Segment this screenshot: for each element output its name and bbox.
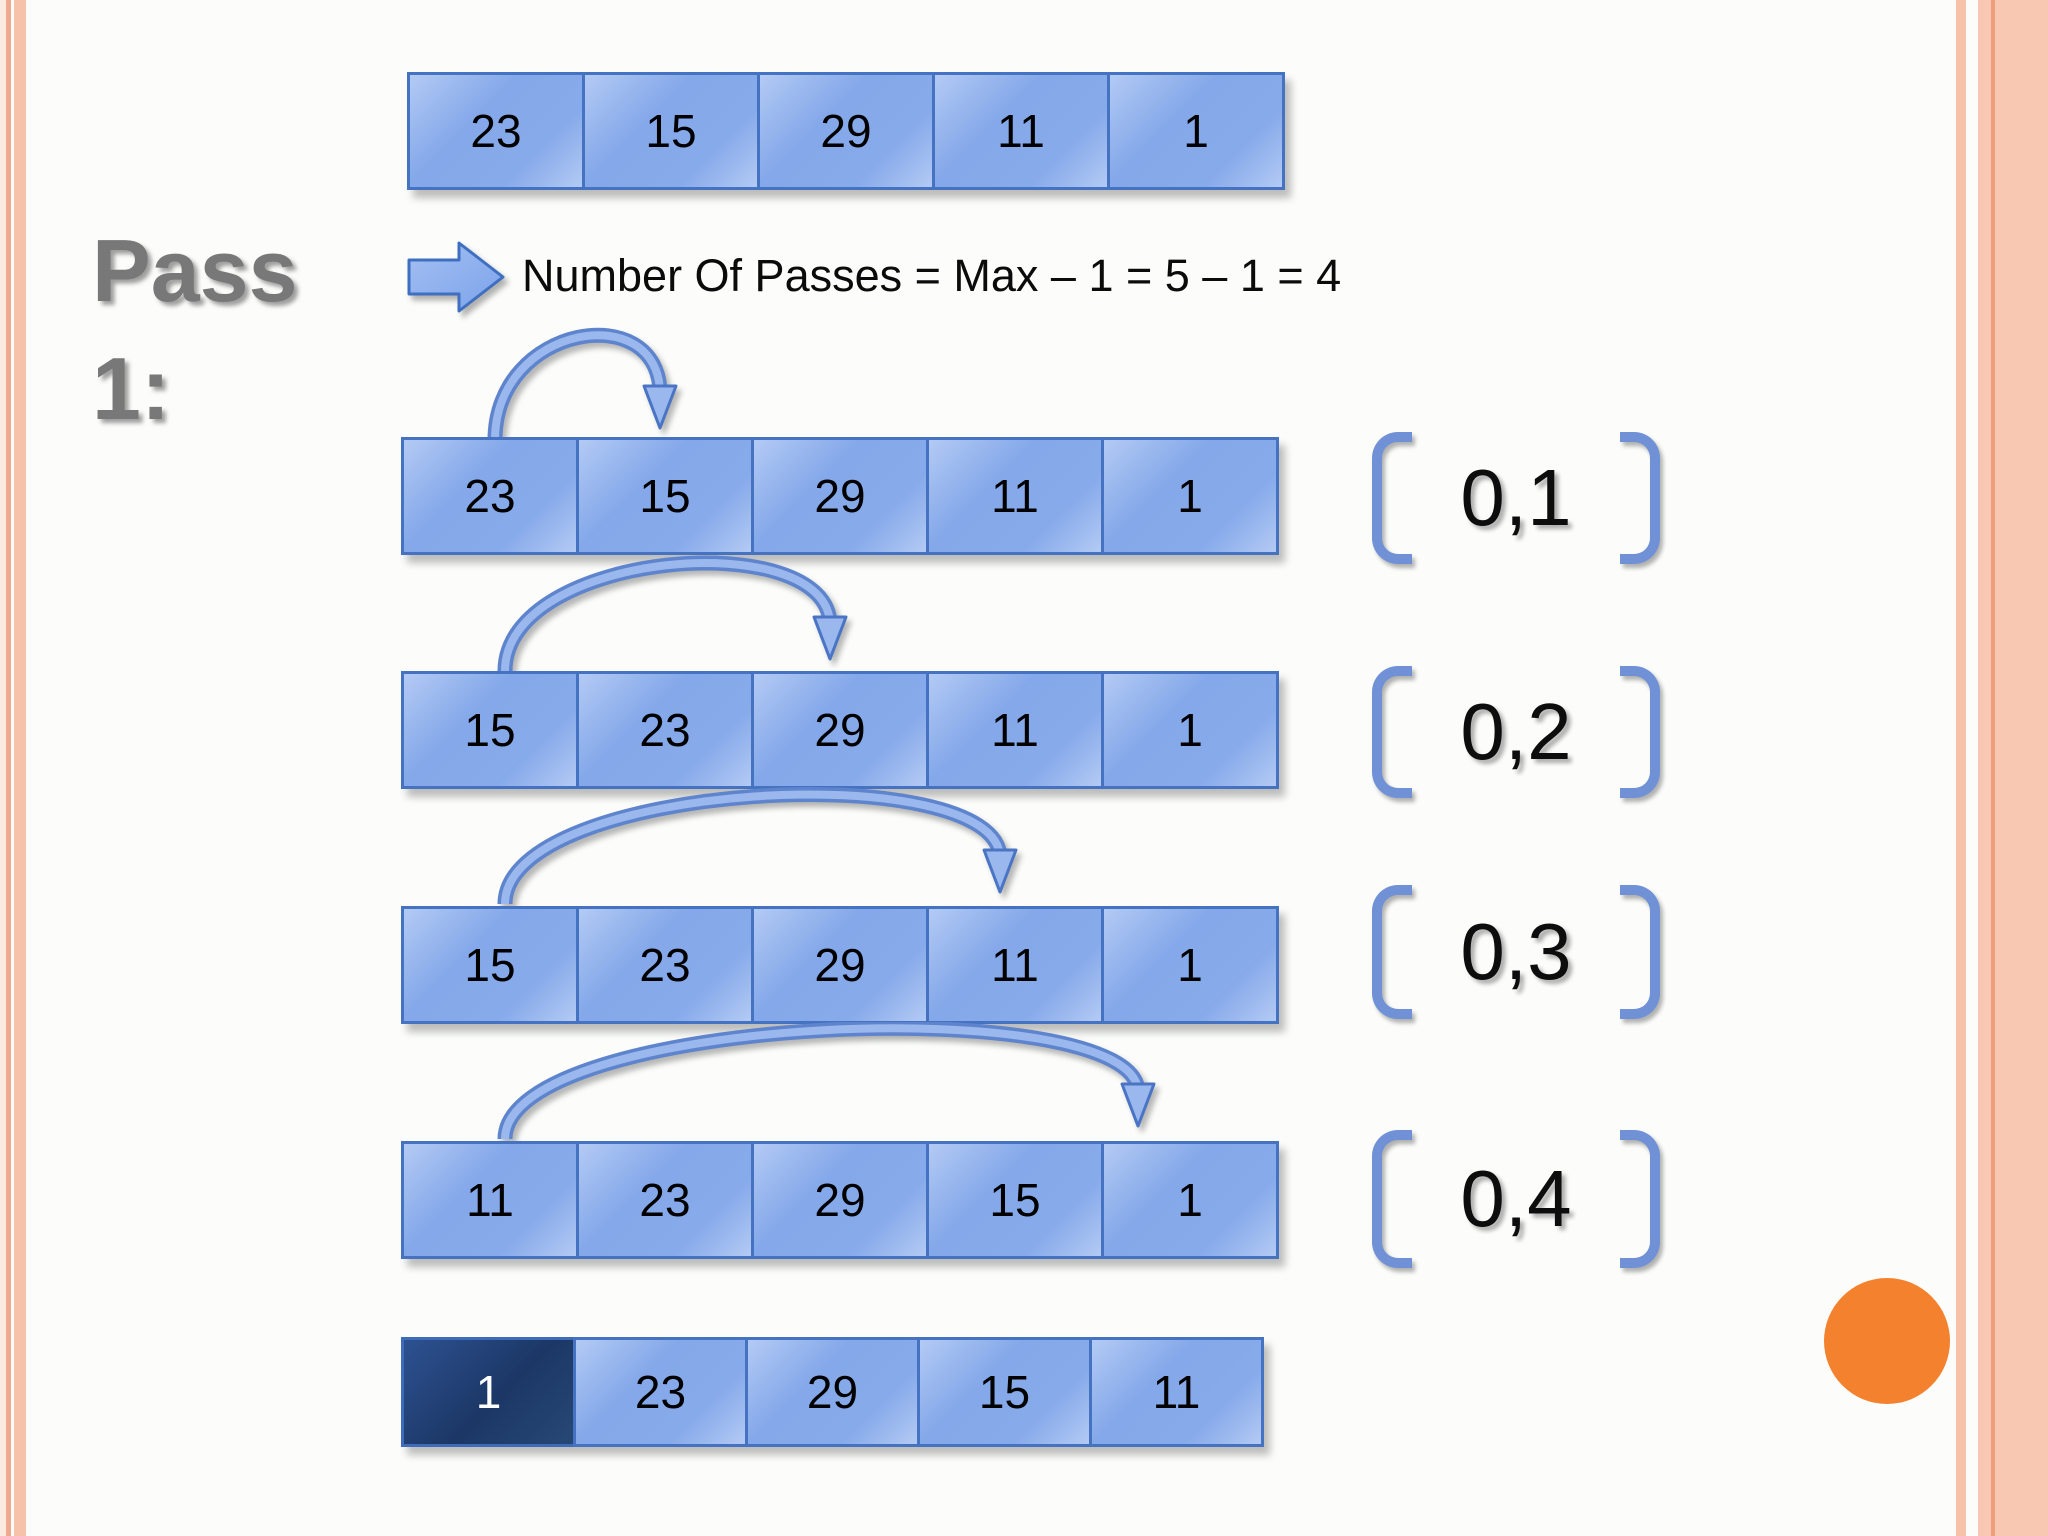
compare-bracket-3: 0,3 xyxy=(1372,885,1660,1019)
array-cell: 1 xyxy=(1101,906,1279,1024)
orange-circle-decoration xyxy=(1824,1278,1950,1404)
pass-title-line1: Pass xyxy=(92,221,298,320)
left-bracket-icon xyxy=(1372,885,1412,1019)
array-cell: 11 xyxy=(926,906,1104,1024)
array-cell: 11 xyxy=(1089,1337,1264,1447)
array-cell: 29 xyxy=(751,1141,929,1259)
array-cell: 1 xyxy=(1107,72,1285,190)
compare-indices-label: 0,3 xyxy=(1460,907,1572,996)
step-array-2: 15 23 29 11 1 xyxy=(401,671,1279,789)
array-cell: 15 xyxy=(582,72,760,190)
step-array-4: 11 23 29 15 1 xyxy=(401,1141,1279,1259)
array-cell: 29 xyxy=(751,906,929,1024)
array-cell: 23 xyxy=(576,671,754,789)
left-edge-stripe-wide xyxy=(14,0,26,1536)
array-cell: 1 xyxy=(1101,1141,1279,1259)
array-cell: 29 xyxy=(757,72,935,190)
swap-arc-0-4-icon xyxy=(497,1022,1156,1140)
right-block-arrow-icon xyxy=(407,241,505,313)
right-bracket-icon xyxy=(1620,432,1660,564)
array-cell: 29 xyxy=(745,1337,920,1447)
swap-arc-0-3-icon xyxy=(497,787,1018,905)
compare-indices-label: 0,4 xyxy=(1460,1154,1572,1243)
array-cell: 15 xyxy=(926,1141,1104,1259)
compare-indices-label: 0,2 xyxy=(1460,687,1572,776)
swap-arc-0-1-icon xyxy=(487,327,678,441)
compare-indices-label: 0,1 xyxy=(1460,453,1572,542)
array-cell: 23 xyxy=(401,437,579,555)
array-cell: 23 xyxy=(576,1141,754,1259)
array-cell: 15 xyxy=(917,1337,1092,1447)
step-array-1: 23 15 29 11 1 xyxy=(401,437,1279,555)
swap-arc-0-2-icon xyxy=(497,555,848,672)
array-cell-highlighted: 1 xyxy=(401,1337,576,1447)
array-cell: 23 xyxy=(407,72,585,190)
array-cell: 11 xyxy=(926,671,1104,789)
right-edge-band xyxy=(1978,0,2048,1536)
left-bracket-icon xyxy=(1372,1130,1412,1268)
left-bracket-icon xyxy=(1372,432,1412,564)
initial-array: 23 15 29 11 1 xyxy=(407,72,1285,190)
array-cell: 29 xyxy=(751,437,929,555)
array-cell: 11 xyxy=(401,1141,579,1259)
right-bracket-icon xyxy=(1620,1130,1660,1268)
pass-title-line2: 1: xyxy=(92,339,171,438)
right-edge-stripe-thin xyxy=(1956,0,1966,1536)
array-cell: 1 xyxy=(1101,437,1279,555)
right-bracket-icon xyxy=(1620,666,1660,798)
passes-formula-text: Number Of Passes = Max – 1 = 5 – 1 = 4 xyxy=(522,250,1342,301)
compare-bracket-2: 0,2 xyxy=(1372,666,1660,798)
compare-bracket-1: 0,1 xyxy=(1372,432,1660,564)
array-cell: 15 xyxy=(401,671,579,789)
right-bracket-icon xyxy=(1620,885,1660,1019)
left-bracket-icon xyxy=(1372,666,1412,798)
array-cell: 23 xyxy=(576,906,754,1024)
array-cell: 1 xyxy=(1101,671,1279,789)
left-edge-stripe-outer xyxy=(0,0,6,1536)
array-cell: 15 xyxy=(576,437,754,555)
left-edge-stripe-thin xyxy=(6,0,11,1536)
array-cell: 11 xyxy=(926,437,1104,555)
right-edge-band-line xyxy=(1991,0,1995,1536)
array-cell: 23 xyxy=(573,1337,748,1447)
final-array: 1 23 29 15 11 xyxy=(401,1337,1264,1447)
compare-bracket-4: 0,4 xyxy=(1372,1130,1660,1268)
array-cell: 11 xyxy=(932,72,1110,190)
array-cell: 15 xyxy=(401,906,579,1024)
array-cell: 29 xyxy=(751,671,929,789)
pass-title: Pass 1: xyxy=(92,212,298,448)
step-array-3: 15 23 29 11 1 xyxy=(401,906,1279,1024)
